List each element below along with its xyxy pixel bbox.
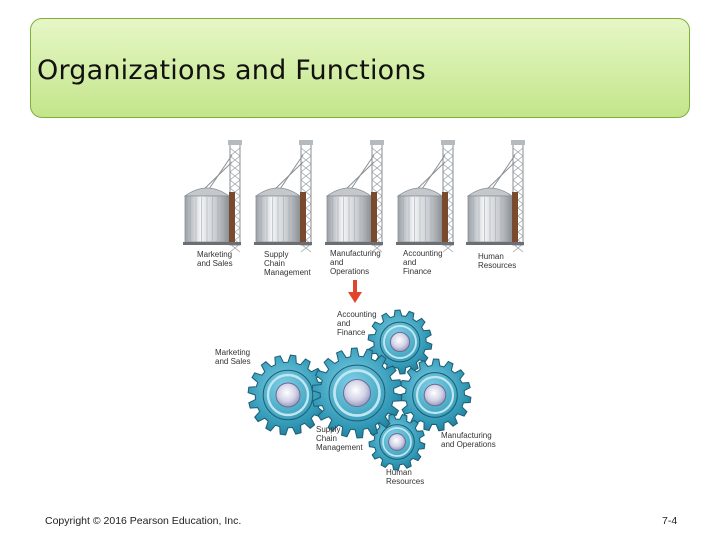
gear-label-supply-chain: Supply Chain Management xyxy=(316,425,363,452)
gear-label-human-resources: Human Resources xyxy=(386,468,425,486)
silo-label-manufacturing: Manufacturing and Operations xyxy=(330,249,381,276)
gear-human-resources-icon xyxy=(368,413,426,471)
title-banner: Organizations and Functions xyxy=(30,18,690,118)
silo-row xyxy=(183,140,525,253)
gear-label-manufacturing: Manufacturing and Operations xyxy=(441,431,496,449)
silo-label-human-resources: Human Resources xyxy=(478,252,517,270)
down-arrow-icon xyxy=(348,280,362,303)
silo-label-supply-chain: Supply Chain Management xyxy=(264,250,311,277)
slide-title: Organizations and Functions xyxy=(37,55,426,86)
gear-cluster xyxy=(247,309,472,471)
silo-icon xyxy=(325,140,384,253)
gear-label-marketing: Marketing and Sales xyxy=(215,348,251,366)
silo-label-accounting: Accounting and Finance xyxy=(403,249,443,276)
silo-icon xyxy=(254,140,313,253)
page-number: 7-4 xyxy=(662,515,678,527)
gear-manufacturing-icon xyxy=(398,358,472,432)
silo-icon xyxy=(183,140,242,253)
gear-label-accounting: Accounting and Finance xyxy=(337,310,377,337)
gear-marketing-icon xyxy=(247,354,329,436)
silo-icon xyxy=(396,140,455,253)
silo-label-marketing: Marketing and Sales xyxy=(197,250,233,268)
gear-supply-chain-icon xyxy=(311,347,403,439)
silo-icon xyxy=(466,140,525,253)
copyright-notice: Copyright © 2016 Pearson Education, Inc. xyxy=(45,515,242,527)
